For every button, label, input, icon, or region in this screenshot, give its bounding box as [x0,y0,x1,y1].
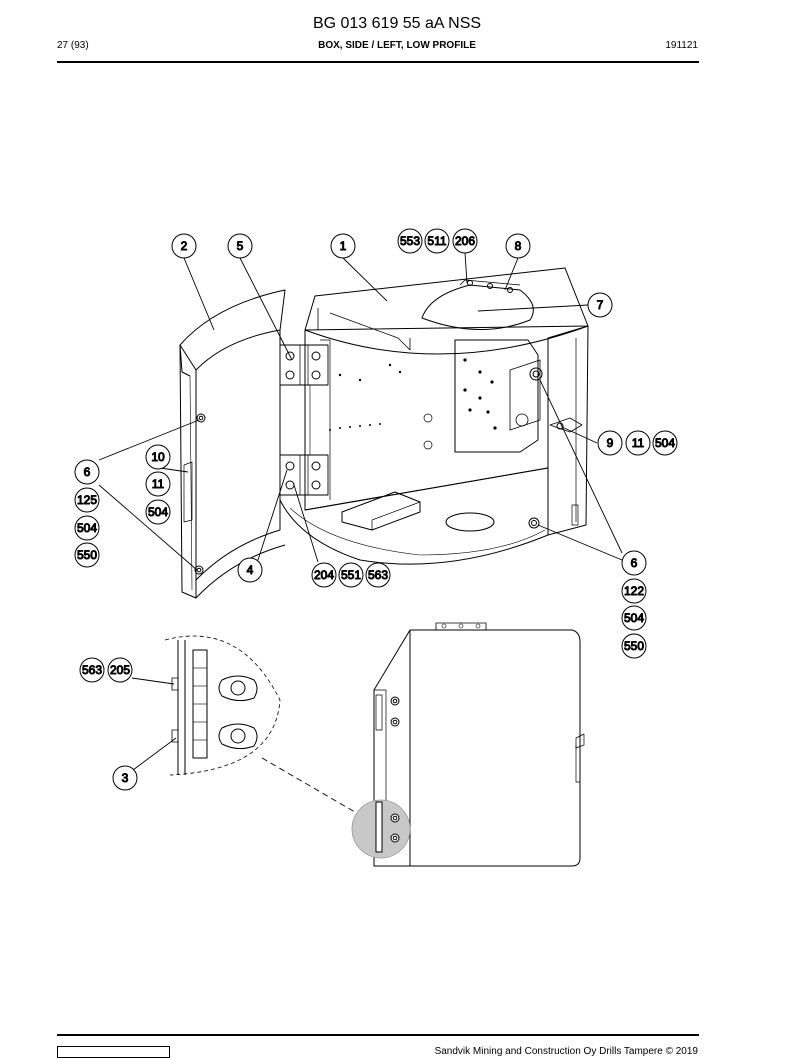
svg-text:205: 205 [110,663,130,677]
callout-504-right: 504 [652,430,678,456]
callout-10: 10 [145,444,171,470]
svg-text:550: 550 [77,548,97,562]
callout-6-right: 6 [621,550,647,576]
svg-text:563: 563 [82,663,102,677]
door-panel [179,289,286,599]
svg-text:2: 2 [181,239,188,253]
callout-7: 7 [587,292,613,318]
svg-text:4: 4 [247,563,254,577]
side-view [351,622,585,867]
page-heading: BOX, SIDE / LEFT, LOW PROFILE [318,40,476,51]
svg-text:125: 125 [77,493,97,507]
document-title: BG 013 619 55 aA NSS [312,15,482,32]
svg-text:204: 204 [314,568,334,582]
box-assembly [279,267,589,565]
callout-563-detail: 563 [79,657,105,683]
callout-511: 511 [424,228,450,254]
callout-205: 205 [107,657,133,683]
footer-copyright: Sandvik Mining and Construction Oy Drill… [434,1046,698,1057]
leader-lines [98,252,623,571]
callout-2: 2 [171,233,197,259]
svg-text:504: 504 [624,611,644,625]
svg-text:1: 1 [340,239,347,253]
svg-text:7: 7 [597,298,604,312]
svg-text:11: 11 [152,477,165,491]
callout-550-right: 550 [621,633,647,659]
callout-1: 1 [330,233,356,259]
callout-504-left: 504 [145,499,171,525]
callout-563-mid: 563 [365,562,391,588]
hinge-detail-view [131,635,361,816]
page-number: 27 (93) [57,40,89,51]
callout-122: 122 [621,578,647,604]
callout-204: 204 [311,562,337,588]
svg-text:504: 504 [148,505,168,519]
callout-125: 125 [74,487,100,513]
svg-text:6: 6 [631,556,638,570]
svg-text:504: 504 [77,521,97,535]
svg-text:11: 11 [632,436,645,450]
svg-text:10: 10 [151,450,165,464]
svg-text:563: 563 [368,568,388,582]
callout-5: 5 [227,233,253,259]
footer-rule [57,1034,699,1036]
callout-4: 4 [237,557,263,583]
svg-text:8: 8 [515,239,522,253]
header-rule [57,61,699,63]
svg-text:550: 550 [624,639,644,653]
svg-text:206: 206 [455,234,475,248]
svg-text:553: 553 [400,234,420,248]
document-date: 191121 [665,40,698,51]
svg-text:6: 6 [84,465,91,479]
callout-504-right-2: 504 [621,605,647,631]
callout-206: 206 [452,228,478,254]
callout-11-right: 11 [625,430,651,456]
callout-8: 8 [505,233,531,259]
callout-9: 9 [597,430,623,456]
svg-text:551: 551 [341,568,361,582]
callout-504-left-2: 504 [74,515,100,541]
callout-3: 3 [112,765,138,791]
callout-553: 553 [397,228,423,254]
company-logo [57,1046,170,1058]
svg-text:9: 9 [607,436,614,450]
callout-551: 551 [338,562,364,588]
callout-11-left: 11 [145,471,171,497]
callout-6-left: 6 [74,459,100,485]
svg-text:504: 504 [655,436,675,450]
svg-text:122: 122 [624,584,644,598]
callout-550-left: 550 [74,542,100,568]
svg-text:5: 5 [237,239,244,253]
svg-text:3: 3 [122,771,129,785]
svg-text:511: 511 [427,234,446,248]
